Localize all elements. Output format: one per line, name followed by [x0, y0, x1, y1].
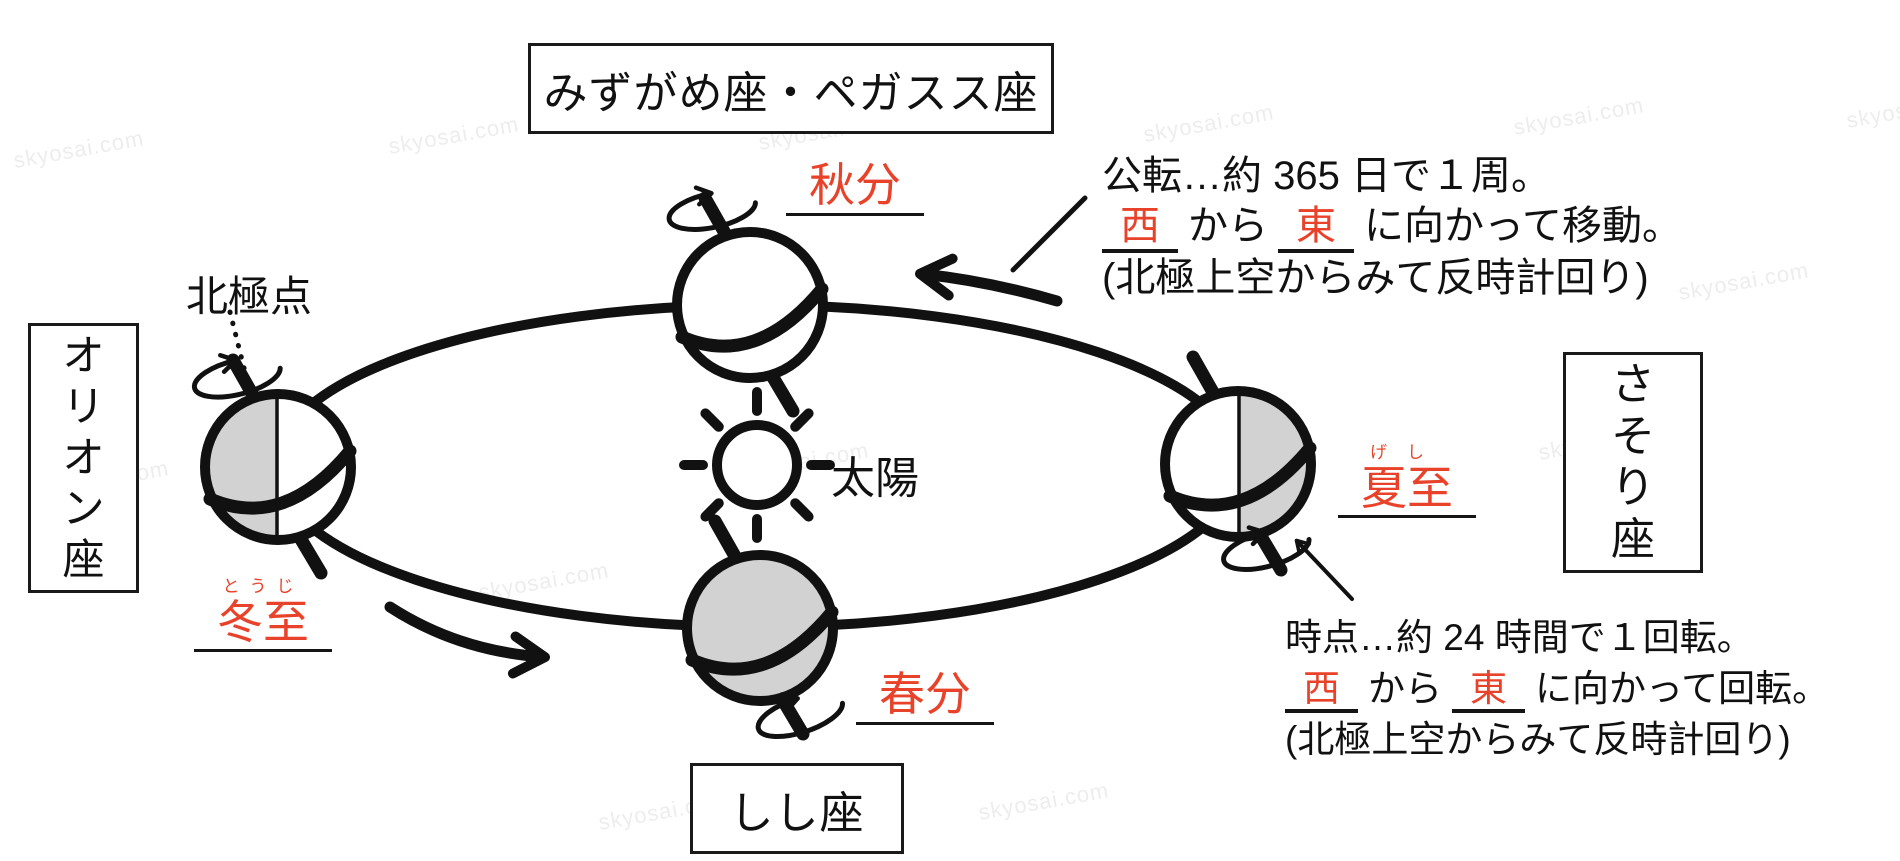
- vertical-char: 座: [1611, 515, 1655, 565]
- winter-solstice-text: 冬至: [217, 595, 309, 648]
- revolution-between: から: [1188, 204, 1268, 248]
- earth-axis-north: [1186, 350, 1221, 401]
- constellation-box-left: オリオン座: [28, 323, 139, 593]
- constellation-label-aquarius-pegasus: みずがめ座・ペガスス座: [543, 68, 1039, 118]
- orbit-direction-arrow-bottom: [384, 601, 551, 679]
- watermark-text: skyosai.com: [1142, 99, 1276, 147]
- vertical-char: さ: [1611, 359, 1655, 409]
- rotation-arrow: [191, 353, 283, 400]
- vertical-char: リ: [62, 383, 105, 430]
- rotation-line3: (北極上空からみて反時計回り): [1285, 719, 1791, 760]
- earth-axis-north: [708, 514, 743, 565]
- revolution-line1: 公転…約 365 日で１周。: [1102, 154, 1551, 198]
- sun-icon: [679, 387, 835, 543]
- vertical-char: オ: [62, 434, 105, 481]
- constellation-box-bottom: しし座: [690, 763, 904, 854]
- earth-spring-equinox: [682, 514, 845, 741]
- spring-equinox-label: 春分: [856, 670, 994, 725]
- sun-label: 太陽: [831, 454, 919, 503]
- vertical-char: り: [1611, 463, 1655, 513]
- revolution-line2: 西から東に向かって移動。: [1102, 201, 1682, 253]
- winter-solstice-furigana: とうじ: [222, 577, 304, 596]
- autumn-equinox-text: 秋分: [809, 159, 901, 211]
- constellation-label-leo: しし座: [729, 788, 865, 838]
- vertical-char: ン: [62, 485, 105, 532]
- revolution-blank-west: 西: [1102, 204, 1178, 253]
- orbit-direction-arrow-top: [914, 253, 1063, 307]
- earth-autumn-equinox: [666, 185, 829, 418]
- revolution-note: 公転…約 365 日で１周。 西から東に向かって移動。 (北極上空からみて反時計…: [1102, 151, 1682, 303]
- rotation-blank-east: 東: [1452, 668, 1525, 714]
- revolution-note-leader-line: [1010, 195, 1088, 273]
- revolution-line2-end: に向かって移動。: [1364, 204, 1682, 248]
- earth-axis-south: [764, 367, 800, 418]
- earth-summer-solstice: [1160, 350, 1317, 577]
- rotation-arrow: [666, 185, 758, 232]
- autumn-equinox-label: 秋分: [786, 161, 924, 216]
- watermark-text: skyosai.com: [1677, 257, 1811, 305]
- revolution-blank-east: 東: [1278, 204, 1354, 253]
- winter-solstice-label: とうじ 冬至: [194, 577, 332, 653]
- equator-line: [1163, 441, 1317, 512]
- watermark-text: skyosai.com: [1845, 85, 1900, 133]
- watermark-text: skyosai.com: [977, 777, 1111, 825]
- summer-solstice-text: 夏至: [1361, 461, 1453, 514]
- equator-line: [685, 605, 839, 676]
- rotation-note-leader-arrow: [1294, 538, 1354, 601]
- vertical-char: そ: [1611, 411, 1655, 461]
- equator-line: [203, 444, 357, 515]
- watermark-text: skyosai.com: [387, 111, 521, 159]
- rotation-line2-end: に向かって回転。: [1535, 668, 1830, 709]
- rotation-line2: 西から東に向かって回転。: [1285, 663, 1829, 714]
- vertical-char: オ: [62, 332, 105, 379]
- constellation-box-right: さそり座: [1563, 352, 1703, 573]
- rotation-between: から: [1368, 668, 1442, 709]
- summer-solstice-label: げし 夏至: [1338, 443, 1476, 519]
- earth-winter-solstice: [191, 353, 357, 580]
- earth-axis-south: [292, 529, 328, 580]
- spring-equinox-text: 春分: [879, 668, 971, 720]
- constellation-box-top: みずがめ座・ペガスス座: [528, 43, 1054, 134]
- rotation-line1: 時点…約 24 時間で１回転。: [1285, 617, 1754, 658]
- north-pole-label: 北極点: [186, 273, 313, 320]
- watermark-text: skyosai.com: [1512, 92, 1646, 140]
- rotation-arrow: [755, 692, 845, 740]
- rotation-note: 時点…約 24 時間で１回転。 西から東に向かって回転。 (北極上空からみて反時…: [1285, 612, 1829, 765]
- summer-solstice-furigana: げし: [1370, 443, 1444, 462]
- vertical-char: 座: [62, 536, 105, 583]
- equator-line: [675, 282, 829, 353]
- watermark-text: skyosai.com: [12, 125, 146, 173]
- revolution-line3: (北極上空からみて反時計回り): [1102, 255, 1649, 300]
- rotation-arrow: [1221, 525, 1312, 572]
- rotation-blank-west: 西: [1285, 668, 1358, 714]
